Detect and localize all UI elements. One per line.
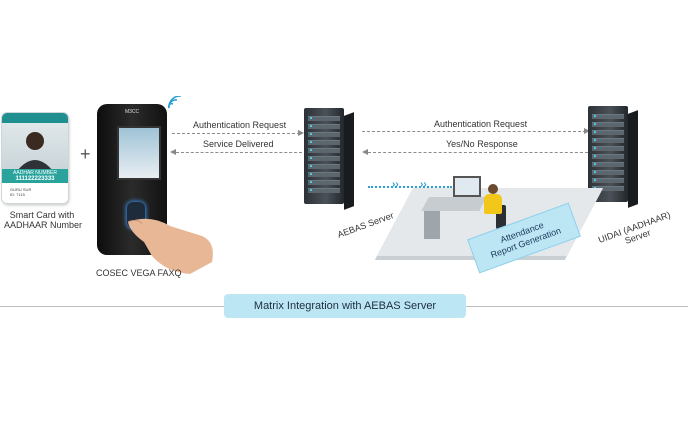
- office-desk: [421, 197, 487, 211]
- person-head: [488, 184, 498, 194]
- arrow-left-head-2: [362, 149, 368, 155]
- wifi-icon: [167, 96, 181, 109]
- card-meta: GURU SUR ID: 7115: [10, 187, 31, 197]
- person-body: [484, 194, 502, 214]
- arrow-right-head-2: [584, 128, 590, 134]
- card-meta-line1: GURU SUR: [10, 187, 32, 192]
- auth-request-left-label: Authentication Request: [193, 120, 287, 130]
- card-photo: [2, 123, 68, 175]
- device-brand: M3CC: [125, 109, 140, 115]
- device-screen: [117, 126, 161, 180]
- smart-card: AADHAR NUMBER 111122223333 GURU SUR ID: …: [2, 113, 68, 203]
- monitor-icon: [453, 176, 481, 197]
- aebas-server-label: AEBAS Server: [336, 210, 395, 240]
- desk-cabinet: [424, 211, 440, 239]
- auth-request-right-line: [362, 131, 586, 132]
- smart-card-label: Smart Card with AADHAAR Number: [4, 210, 83, 230]
- hand-icon: [127, 218, 213, 274]
- card-name-text: AADHAR NUMBER: [13, 170, 57, 176]
- flow-chevron-icon: ››: [420, 179, 427, 190]
- plus-sign: +: [80, 144, 91, 164]
- arrow-left-head: [170, 149, 176, 155]
- aebas-server-rack: [304, 108, 354, 210]
- auth-request-right-label: Authentication Request: [434, 119, 528, 129]
- card-band: [2, 169, 68, 183]
- flow-chevron-icon: ››: [392, 179, 399, 190]
- yes-no-response-line: [368, 152, 588, 153]
- service-delivered-line: [176, 152, 302, 153]
- auth-request-left-line: [172, 133, 300, 134]
- card-number: 111122223333: [15, 176, 55, 182]
- data-flow-line: [368, 186, 452, 188]
- card-meta-line2: ID: 7115: [10, 192, 25, 197]
- smart-card-label-line2: AADHAAR Number: [4, 220, 83, 230]
- uidai-server-label: UIDAI (AADHAAR) Server: [597, 210, 675, 255]
- chair-icon: [496, 205, 506, 229]
- service-delivered-label: Service Delivered: [203, 139, 274, 149]
- yes-no-response-label: Yes/No Response: [446, 139, 518, 149]
- person-photo-icon: [14, 132, 56, 175]
- card-header-band: [2, 113, 68, 123]
- smart-card-label-line1: Smart Card with: [9, 210, 75, 220]
- uidai-server-rack: [588, 106, 638, 208]
- diagram-caption: Matrix Integration with AEBAS Server: [224, 294, 466, 318]
- device-label: COSEC VEGA FAXQ: [96, 268, 182, 278]
- arrow-right-head: [298, 130, 304, 136]
